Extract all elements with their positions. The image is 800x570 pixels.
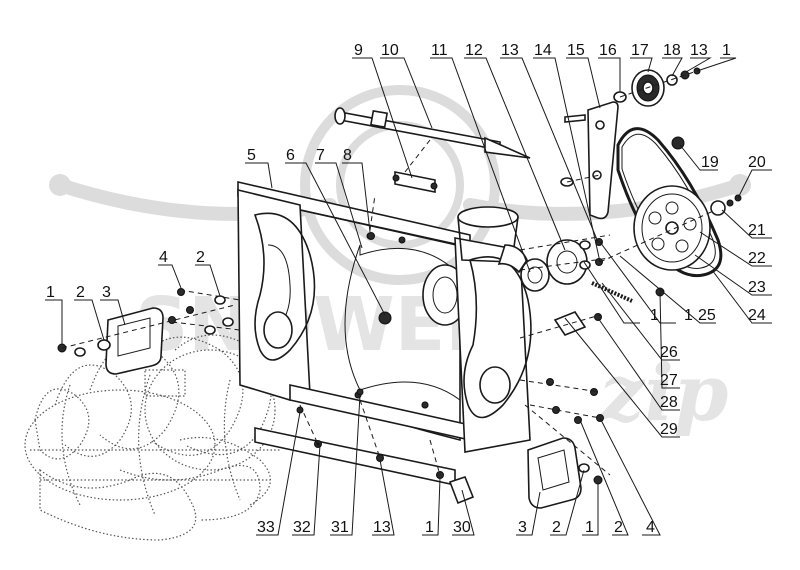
callout-23: 23 xyxy=(748,279,766,296)
callout-13: 13 xyxy=(373,519,391,536)
callout-1: 1 xyxy=(650,307,659,324)
callout-21: 21 xyxy=(748,222,766,239)
callout-9: 9 xyxy=(354,42,363,59)
callout-19: 19 xyxy=(701,154,719,171)
callout-25: 25 xyxy=(698,307,716,324)
callout-1: 1 xyxy=(425,519,434,536)
callout-13: 13 xyxy=(690,42,708,59)
skid-shoe-right xyxy=(519,378,611,509)
left-fastener-set xyxy=(57,288,241,357)
callout-5: 5 xyxy=(247,147,256,164)
pulley-bracket xyxy=(560,101,619,220)
callout-3: 3 xyxy=(518,519,527,536)
callout-22: 22 xyxy=(748,250,766,267)
callout-20: 20 xyxy=(748,154,766,171)
callout-17: 17 xyxy=(631,42,649,59)
callout-2: 2 xyxy=(614,519,623,536)
bearing-assembly xyxy=(519,234,611,292)
callout-14: 14 xyxy=(534,42,552,59)
callout-15: 15 xyxy=(567,42,585,59)
callout-1: 1 xyxy=(684,307,693,324)
callout-16: 16 xyxy=(599,42,617,59)
callout-10: 10 xyxy=(381,42,399,59)
drive-pulley-small xyxy=(613,67,701,107)
callout-24: 24 xyxy=(748,307,766,324)
callout-28: 28 xyxy=(660,394,678,411)
skid-shoe-left xyxy=(105,307,164,375)
callout-2: 2 xyxy=(196,249,205,266)
callout-33: 33 xyxy=(257,519,275,536)
callout-31: 31 xyxy=(331,519,349,536)
callout-8: 8 xyxy=(343,147,352,164)
callout-labels: 9 10 11 12 13 14 15 16 17 18 13 1 5 6 7 … xyxy=(46,42,766,536)
callout-29: 29 xyxy=(660,421,678,438)
callout-3: 3 xyxy=(102,284,111,301)
callout-26: 26 xyxy=(660,344,678,361)
callout-4: 4 xyxy=(646,519,655,536)
callout-2: 2 xyxy=(552,519,561,536)
callout-32: 32 xyxy=(293,519,311,536)
auger-housing xyxy=(237,180,532,453)
auger-assembly xyxy=(24,334,280,541)
callout-12: 12 xyxy=(465,42,483,59)
belt-spring-assembly xyxy=(519,281,665,339)
leader-lines xyxy=(45,57,772,536)
callout-30: 30 xyxy=(453,519,471,536)
callout-27: 27 xyxy=(660,372,678,389)
callout-18: 18 xyxy=(663,42,681,59)
callout-1: 1 xyxy=(585,519,594,536)
callout-7: 7 xyxy=(316,147,325,164)
watermark-script: zip xyxy=(598,348,728,439)
impeller-shaft xyxy=(334,107,531,240)
callout-2: 2 xyxy=(76,284,85,301)
auger-pulley-large xyxy=(599,185,721,271)
callout-6: 6 xyxy=(286,147,295,164)
callout-1: 1 xyxy=(46,284,55,301)
callout-4: 4 xyxy=(159,249,168,266)
callout-11: 11 xyxy=(431,42,448,59)
callout-1: 1 xyxy=(722,42,731,59)
callout-13: 13 xyxy=(501,42,519,59)
